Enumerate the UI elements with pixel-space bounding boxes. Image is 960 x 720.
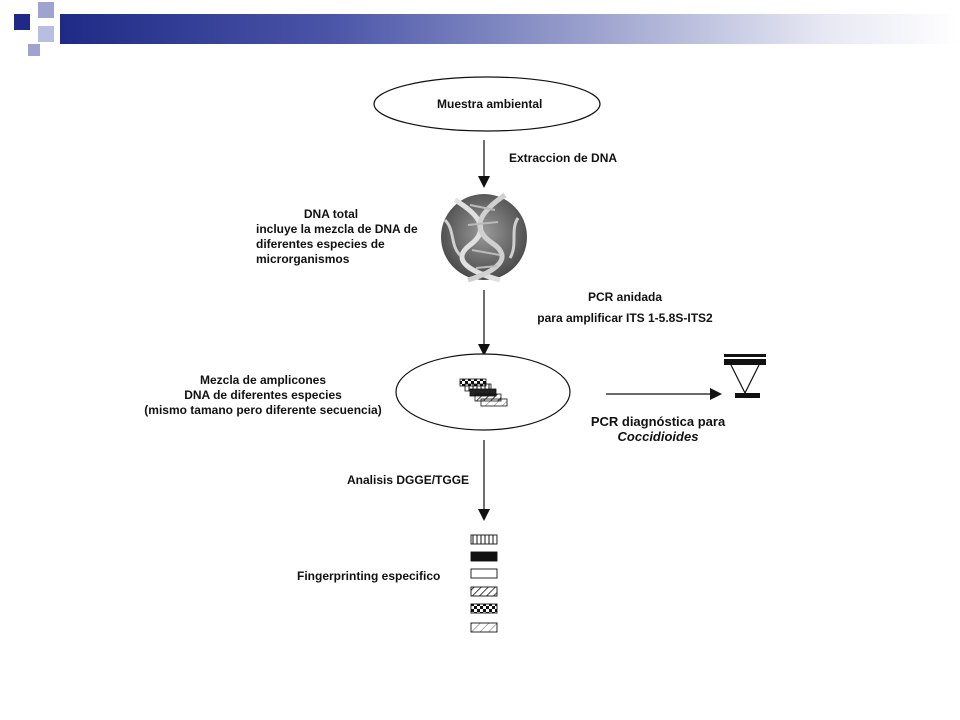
amplicons-line3: (mismo tamano pero diferente secuencia) [144,403,382,417]
band-hatch-light [470,622,498,633]
pcr-diagnostic-label: PCR diagnóstica para Coccidioides [583,414,733,444]
fingerprint-label: Fingerprinting especifico [297,569,441,583]
band-hatch [470,586,498,597]
gel-icon [724,354,766,398]
dna-total-line4: microrganismos [256,252,350,266]
pcr-nested-line1: PCR anidada [587,290,662,304]
amplicons-line1: Mezcla de amplicones [199,373,327,387]
dna-total-line2: incluye la mezcla de DNA de [256,222,418,236]
corner-square-light [38,26,54,42]
start-ellipse [373,76,601,132]
extraction-label: Extraccion de DNA [509,151,618,165]
amplicons-line2: DNA de diferentes especies [184,388,342,402]
start-node-label: Muestra ambiental [437,97,543,111]
dna-total-line1: DNA total [303,207,359,221]
dna-total-label: DNA total incluye la mezcla de DNA de di… [256,207,426,267]
band-empty [470,568,498,579]
amplicon-stack [459,378,508,407]
band-vlines [470,534,498,545]
pcr-diagnostic-line1: PCR diagnóstica para [590,414,726,429]
pcr-diagnostic-line2: Coccidioides [617,429,699,444]
dna-total-line3: diferentes especies de [256,237,385,251]
title-bar [60,14,960,44]
corner-square-light [28,44,40,56]
dna-image [441,192,527,283]
band-checker [470,603,498,614]
pcr-nested-line2: para amplificar ITS 1-5.8S-ITS2 [537,311,713,325]
pcr-nested-label: PCR anidada para amplificar ITS 1-5.8S-I… [510,290,740,326]
band-solid [470,551,498,562]
fingerprint-bands [470,534,498,633]
corner-square-dark [14,14,30,30]
corner-square-light [38,2,54,18]
amplicons-label: Mezcla de amplicones DNA de diferentes e… [138,373,388,418]
dgge-label: Analisis DGGE/TGGE [347,473,470,487]
